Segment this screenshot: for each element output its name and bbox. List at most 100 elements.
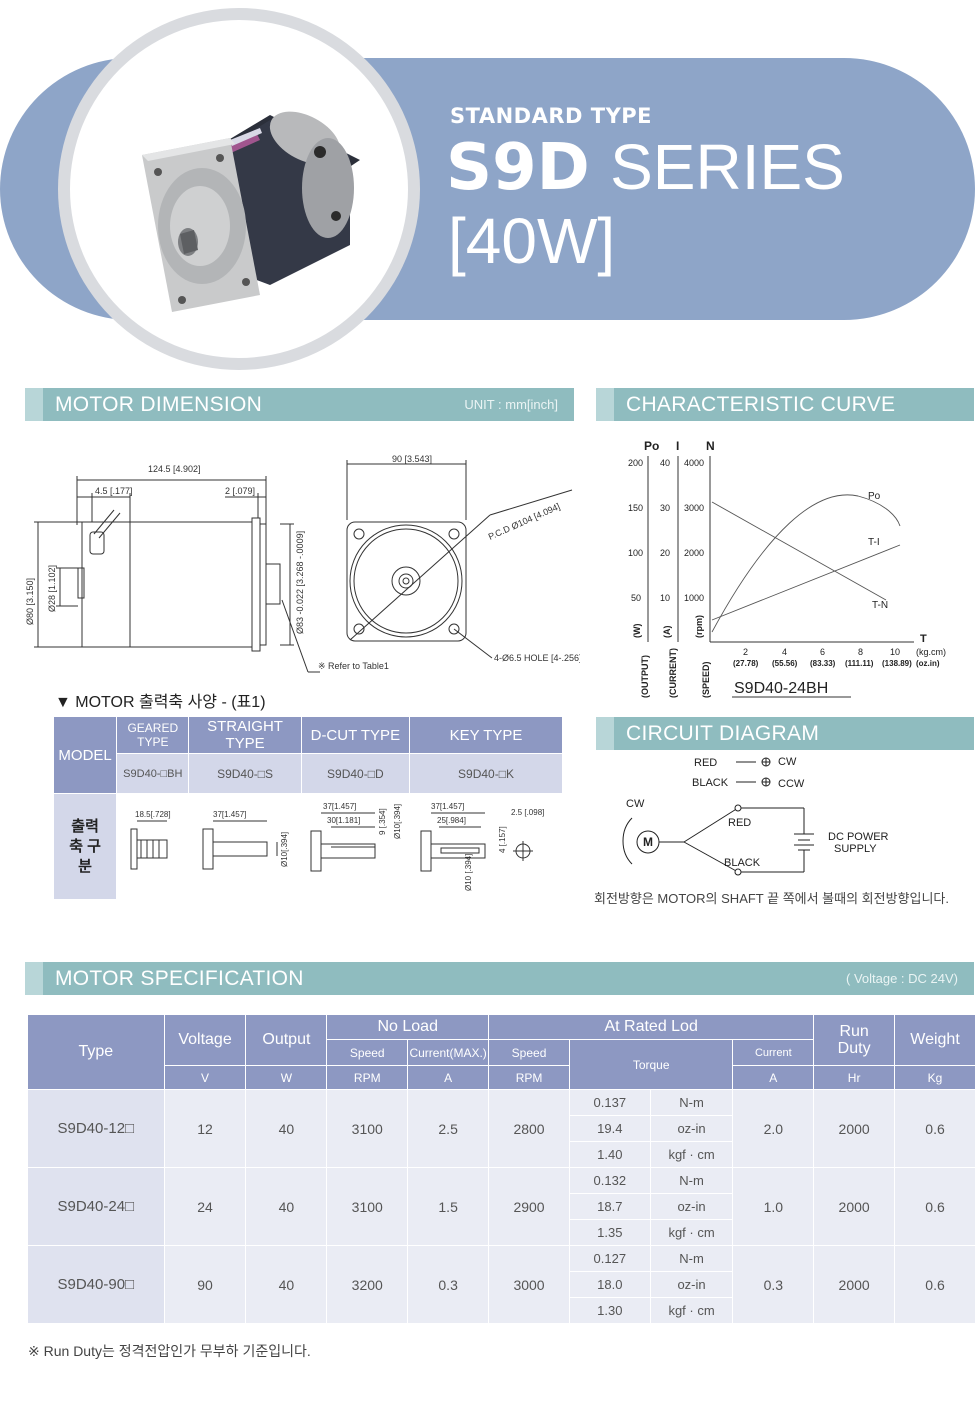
i-tick: 40 (660, 458, 670, 468)
model-straight: S9D40-□S (188, 753, 302, 794)
dim-phi28: Ø28 [1.102] (47, 565, 57, 612)
cell-current: 0.3 (732, 1245, 815, 1324)
svg-text:2.5 [.098]: 2.5 [.098] (511, 808, 544, 817)
section-title: MOTOR DIMENSION (55, 393, 263, 416)
cell-nl-speed: 3100 (326, 1089, 409, 1168)
cell-torque-unit: N-m (649, 1089, 734, 1116)
type-straight: STRAIGHT TYPE (188, 716, 302, 754)
svg-text:18.5[.728]: 18.5[.728] (135, 810, 171, 819)
supply-label-2: SUPPLY (834, 843, 877, 855)
unit-a: (A) (662, 626, 672, 639)
cell-type: S9D40-12□ (27, 1089, 165, 1168)
n-tick: 1000 (684, 593, 704, 603)
axis-name-output: (OUTPUT) (640, 655, 650, 698)
section-edge (25, 962, 43, 995)
svg-text:Ø10[.394]: Ø10[.394] (393, 804, 402, 839)
section-motor-dimension: MOTOR DIMENSION UNIT : mm[inch] (25, 388, 574, 421)
svg-text:37[1.457]: 37[1.457] (431, 802, 464, 811)
type-geared: GEARED TYPE (116, 716, 190, 754)
curve-tn (711, 501, 887, 601)
dim-width: 90 [3.543] (392, 454, 432, 464)
rotation-cw: CW (626, 798, 645, 810)
shaft-dcut-drawing: 37[1.457] 30[1.181] 9 [.354] Ø10[.394] (310, 802, 402, 872)
axis-head-n: N (706, 439, 715, 453)
unit-hr: Hr (813, 1065, 896, 1090)
po-tick: 50 (631, 593, 641, 603)
dim-phi83: Ø83 -0.022 [3.268 -.0009] (295, 531, 305, 634)
cell-voltage: 12 (163, 1089, 247, 1168)
cell-output: 40 (245, 1245, 328, 1324)
cell-torque-unit: kgf · cm (649, 1141, 734, 1168)
header-standard-type: STANDARD TYPE (450, 104, 653, 128)
cell-torque-unit: N-m (649, 1245, 734, 1272)
cell-speed: 2800 (488, 1089, 570, 1168)
type-dcut: D-CUT TYPE (300, 716, 411, 754)
t-tick: 2 (743, 647, 748, 657)
shaft-table: MODEL GEARED TYPE STRAIGHT TYPE D-CUT TY… (52, 716, 563, 900)
hdr-no-load: No Load (326, 1014, 490, 1040)
t-tick: 10 (890, 647, 900, 657)
cell-nl-speed: 3100 (326, 1167, 409, 1246)
svg-text:25[.984]: 25[.984] (437, 816, 466, 825)
svg-text:37[1.457]: 37[1.457] (213, 810, 246, 819)
wire-black: BLACK (724, 857, 761, 869)
cell-torque-unit: N-m (649, 1167, 734, 1194)
motor-photo (70, 20, 408, 358)
hdr-nl-current: Current(MAX.) (407, 1039, 490, 1066)
legend-black: BLACK (692, 777, 729, 789)
cell-torque-value: 1.40 (568, 1141, 651, 1168)
svg-text:37[1.457]: 37[1.457] (323, 802, 356, 811)
section-circuit-diagram: CIRCUIT DIAGRAM (596, 717, 974, 750)
po-tick: 100 (628, 548, 643, 558)
t-tick: 6 (820, 647, 825, 657)
hdr-run-duty: Run Duty (813, 1014, 896, 1066)
curve-po (711, 494, 901, 633)
hdr-voltage: Voltage (163, 1014, 247, 1066)
cell-torque-value: 0.132 (568, 1167, 651, 1194)
section-title: MOTOR SPECIFICATION (55, 967, 304, 990)
t-axis-label: T (920, 633, 927, 645)
cell-output: 40 (245, 1167, 328, 1246)
legend-ccw: CCW (778, 778, 805, 790)
curve-label-po: Po (868, 491, 881, 502)
section-motor-spec: MOTOR SPECIFICATION ( Voltage : DC 24V) (25, 962, 974, 995)
cell-nl-current: 2.5 (407, 1089, 490, 1168)
i-tick: 30 (660, 503, 670, 513)
cell-type: S9D40-90□ (27, 1245, 165, 1324)
hdr-current: Current (732, 1039, 815, 1066)
section-edge (596, 388, 614, 421)
cell-torque-unit: oz-in (649, 1193, 734, 1220)
n-tick: 3000 (684, 503, 704, 513)
cell-nl-current: 0.3 (407, 1245, 490, 1324)
shaft-key-drawing: 37[1.457] 25[.984] 2.5 [.098] 4 [.157] Ø… (420, 802, 544, 891)
type-key: KEY TYPE (409, 716, 563, 754)
header-series-rest: SERIES (610, 131, 845, 203)
cell-weight: 0.6 (894, 1089, 976, 1168)
shaft-geared-cell: 18.5[.728] (116, 793, 190, 900)
legend-cw: CW (778, 756, 797, 768)
shaft-geared-drawing: 18.5[.728] (130, 810, 171, 870)
cell-speed: 3000 (488, 1245, 570, 1324)
spec-footnote: ※ Run Duty는 정격전압인가 무부하 기준입니다. (28, 1343, 311, 1359)
characteristic-chart: Po I N 200 150 100 50 40 30 20 10 4000 3… (628, 439, 946, 698)
t-unit-oz: (oz.in) (916, 659, 940, 668)
cell-torque-unit: oz-in (649, 1271, 734, 1298)
dimension-drawing: 124.5 [4.902] 4.5 [.177] 2 [.079] Ø80 [3… (25, 454, 580, 673)
curve-ti (711, 544, 901, 621)
wire-red: RED (728, 817, 751, 829)
po-tick: 200 (628, 458, 643, 468)
cell-torque-value: 19.4 (568, 1115, 651, 1142)
cell-run-duty: 2000 (813, 1245, 896, 1324)
motor-symbol: M (643, 835, 653, 849)
hdr-speed: Speed (488, 1039, 570, 1066)
supply-label: DC POWER (828, 831, 889, 843)
t-tick-oz: (111.11) (845, 659, 874, 668)
circuit-drawing: RED BLACK CW CCW CW M RED BLACK DC POWER… (622, 756, 889, 876)
header-series-title: S9D SERIES (446, 132, 845, 203)
